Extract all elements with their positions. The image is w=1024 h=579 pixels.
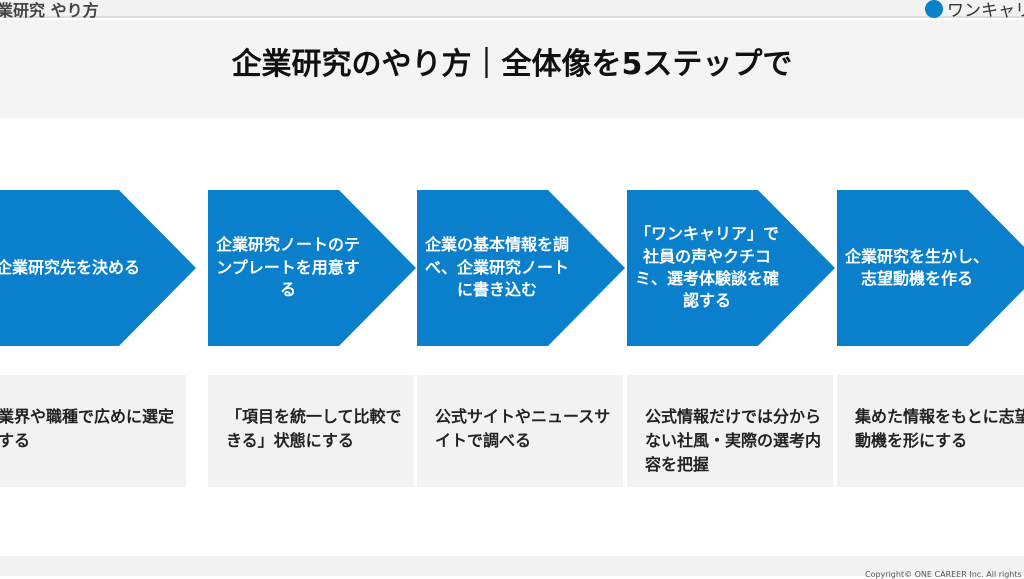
top-bar: 企業研究 やり方 ワンキャリア [0, 0, 1024, 21]
step-description-5: 集めた情報をもとに志望動機を形にする [837, 375, 1024, 487]
footer: Copyright© ONE CAREER Inc. All rights re… [0, 556, 1024, 579]
copyright: Copyright© ONE CAREER Inc. All rights re… [865, 570, 1024, 579]
step-arrow-1: 企業研究先を決める [0, 190, 198, 346]
arrow-shape [417, 190, 625, 346]
section-title: 企業研究 やり方 [0, 1, 99, 20]
step-label: 企業研究を生かし、志望動機を作る [844, 246, 989, 288]
logo-text: ワンキャリア [947, 1, 1024, 21]
arrow-shape [208, 190, 416, 346]
logo-icon [925, 0, 943, 18]
arrow-shape [837, 190, 1024, 346]
step-arrow-3: 企業の基本情報を調べ、企業研究ノートに書き込む [417, 190, 627, 346]
step-arrow-4: 「ワンキャリア」で社員の声やクチコミ、選考体験談を確認する [627, 190, 837, 346]
arrow-shape [0, 190, 196, 346]
step-arrow-5: 企業研究を生かし、志望動機を作る [837, 190, 1024, 346]
step-label: 企業研究ノートのテンプレートを用意する [215, 235, 360, 300]
step-description-1: 業界や職種で広めに選定する [0, 375, 186, 487]
step-description-4: 公式情報だけでは分からない社風・実際の選考内容を把握 [627, 375, 833, 487]
logo: ワンキャリア [925, 0, 1024, 21]
step-arrow-2: 企業研究ノートのテンプレートを用意する [208, 190, 418, 346]
step-label: 「ワンキャリア」で社員の声やクチコミ、選考体験談を確認する [634, 224, 779, 311]
page-title: 企業研究のやり方｜全体像を5ステップで [231, 47, 793, 82]
step-label: 企業研究先を決める [0, 257, 140, 277]
step-description-3: 公式サイトやニュースサイトで調べる [417, 375, 623, 487]
step-label: 企業の基本情報を調べ、企業研究ノートに書き込む [424, 235, 569, 300]
title-band: 企業研究のやり方｜全体像を5ステップで [0, 20, 1024, 118]
step-description-2: 「項目を統一して比較できる」状態にする [208, 375, 414, 487]
arrow-shape [627, 190, 835, 346]
